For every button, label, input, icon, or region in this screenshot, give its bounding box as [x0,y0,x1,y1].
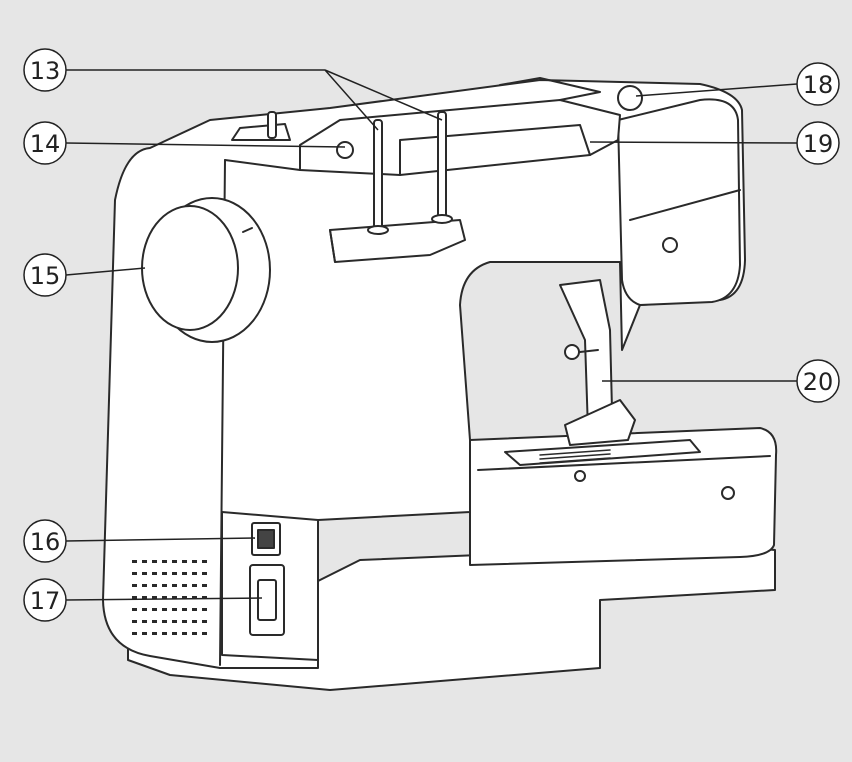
leader-13 [66,69,443,131]
callout-16: 16 [23,519,67,563]
callout-14-label: 14 [30,130,61,158]
callout-15-label: 15 [30,262,61,290]
callout-20-label: 20 [803,368,834,396]
handle [399,124,591,176]
presser-foot [564,399,636,446]
sewing-machine-illustration [102,77,778,691]
callout-15: 15 [23,253,67,297]
callout-19-label: 19 [803,130,834,158]
callout-18-label: 18 [803,71,834,99]
handwheel-face [141,205,239,331]
leader-14 [65,142,346,148]
callout-14: 14 [23,121,67,165]
spool-pin-right [437,111,447,219]
callout-18: 18 [796,62,840,106]
callout-16-label: 16 [30,528,61,556]
leader-15 [65,267,146,276]
leader-16 [65,537,256,542]
callout-13: 13 [23,48,67,92]
callout-17-label: 17 [30,587,61,615]
head-screw [662,237,678,253]
head-panel [617,98,741,306]
leader-lines [65,69,798,601]
spool-pin-left [373,119,383,229]
leader-17 [65,597,263,601]
callout-19: 19 [796,121,840,165]
callout-17: 17 [23,578,67,622]
callout-13-label: 13 [30,57,61,85]
callout-20: 20 [796,359,840,403]
leader-18 [635,83,798,97]
vent-grid [132,560,207,635]
leader-19 [589,141,798,144]
